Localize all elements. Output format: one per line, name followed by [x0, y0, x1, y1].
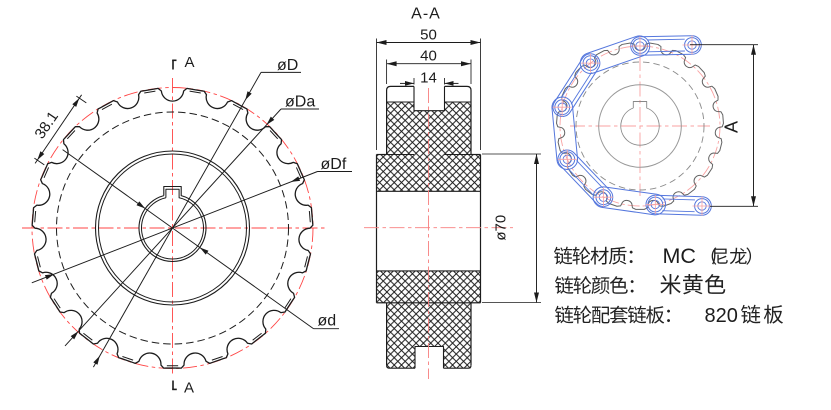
svg-text:øD: øD — [277, 57, 298, 74]
svg-text:ø70: ø70 — [493, 215, 510, 241]
svg-text:A: A — [184, 380, 194, 397]
svg-text:A-A: A-A — [411, 5, 441, 22]
svg-text:MC: MC — [663, 244, 696, 268]
svg-text:40: 40 — [420, 48, 437, 65]
svg-text:A: A — [722, 121, 742, 133]
svg-text:50: 50 — [420, 27, 437, 44]
svg-text:14: 14 — [420, 69, 437, 86]
svg-text:A: A — [184, 54, 194, 71]
svg-text:øDa: øDa — [285, 94, 315, 111]
svg-text:ød: ød — [318, 313, 337, 330]
svg-text:820: 820 — [705, 305, 738, 327]
svg-text:øDf: øDf — [321, 156, 347, 173]
